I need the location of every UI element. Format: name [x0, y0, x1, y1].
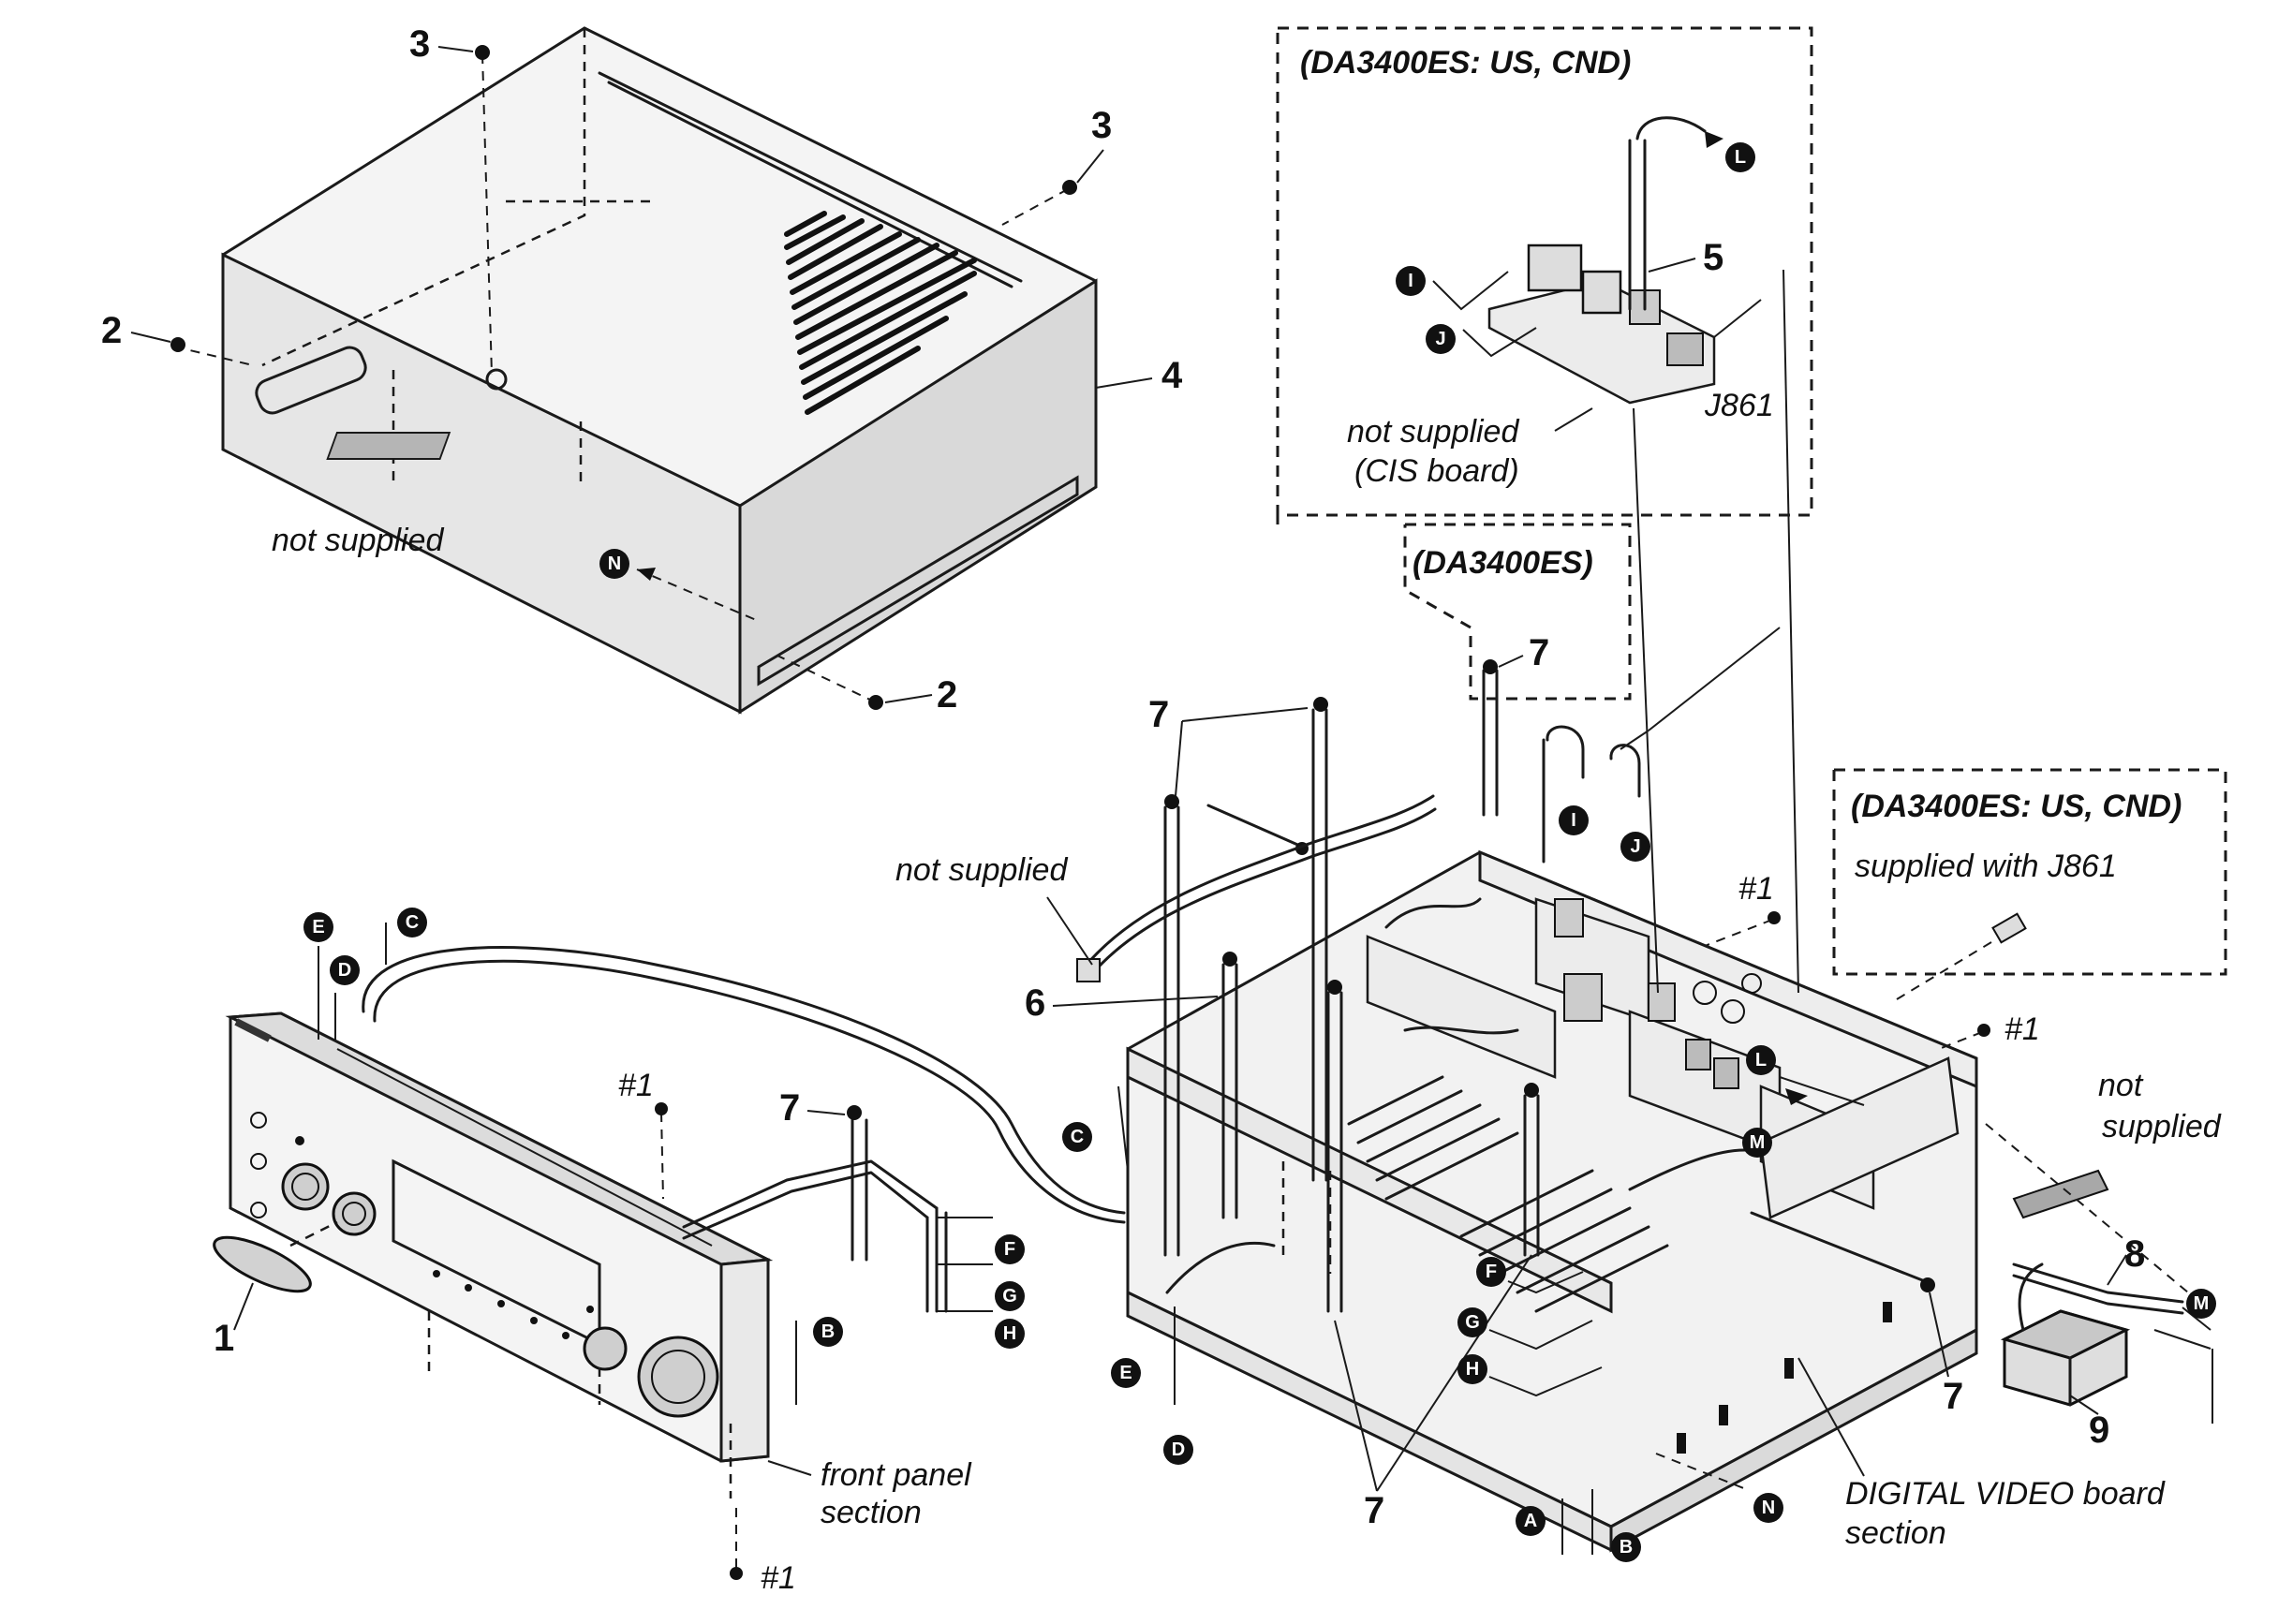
part-7-label-right: 7 — [1943, 1376, 1963, 1417]
not-note-line2: supplied — [2102, 1109, 2222, 1144]
part-7-label-da3400: 7 — [1529, 632, 1549, 673]
part-7-brackets — [1163, 659, 1935, 1313]
svg-text:M: M — [1750, 1132, 1766, 1153]
svg-text:A: A — [1524, 1511, 1537, 1531]
digital-video-note-line2: section — [1845, 1515, 1946, 1551]
front-cable-harness — [682, 1105, 993, 1313]
part-9-block — [2000, 1262, 2131, 1407]
svg-text:D: D — [1172, 1439, 1185, 1460]
front-panel — [225, 1011, 774, 1499]
cis-board-box: (DA3400ES: US, CND) — [1276, 26, 1813, 517]
digital-video-note-line1: DIGITAL VIDEO board — [1845, 1476, 2166, 1512]
screw-1-label-front-bottom: #1 — [761, 1560, 796, 1596]
marker-m-main: M — [1742, 1128, 1772, 1158]
part-1-knob-cap — [213, 1220, 338, 1293]
not-supplied-cis-line1: not supplied — [1347, 414, 1519, 450]
part-8-label: 8 — [2124, 1233, 2145, 1275]
svg-text:L: L — [1735, 147, 1746, 168]
us-cnd-box-title-right: (DA3400ES: US, CND) — [1851, 789, 2182, 824]
us-cnd-box-title-top: (DA3400ES: US, CND) — [1300, 45, 1631, 81]
part-3-label-right: 3 — [1091, 105, 1112, 146]
marker-h-front: H — [995, 1319, 1025, 1349]
svg-text:H: H — [1466, 1359, 1479, 1380]
screw-1-label-front-top: #1 — [618, 1068, 654, 1103]
marker-e-front: E — [303, 912, 333, 942]
cover-screws — [170, 45, 1077, 710]
marker-g-front: G — [995, 1281, 1025, 1311]
part-7-label-top: 7 — [1148, 694, 1169, 735]
top-cover — [221, 26, 1098, 715]
svg-text:F: F — [1486, 1262, 1497, 1282]
not-note-line1: not — [2098, 1068, 2144, 1103]
svg-text:B: B — [821, 1321, 835, 1342]
da3400es-box-title: (DA3400ES) — [1413, 545, 1593, 581]
svg-text:L: L — [1755, 1050, 1767, 1070]
svg-text:J: J — [1435, 329, 1445, 349]
marker-n-top: N — [599, 549, 629, 579]
svg-text:H: H — [1003, 1323, 1016, 1344]
part-4-label: 4 — [1161, 355, 1183, 396]
part-1-label: 1 — [214, 1318, 234, 1359]
marker-f-front: F — [995, 1234, 1025, 1264]
svg-text:C: C — [1071, 1127, 1084, 1147]
part-7-label-front: 7 — [779, 1087, 800, 1129]
part-3-label-top: 3 — [409, 23, 430, 65]
front-panel-note-line2: section — [821, 1495, 922, 1530]
not-supplied-note-cover: not supplied — [272, 523, 444, 558]
vent-slots — [784, 211, 977, 415]
part-9-label: 9 — [2089, 1410, 2109, 1451]
marker-b-front: B — [813, 1317, 843, 1347]
screw-1-label-chassis-right: #1 — [2004, 1011, 2040, 1047]
svg-text:G: G — [1002, 1286, 1017, 1307]
svg-text:I: I — [1571, 810, 1576, 831]
main-chassis — [1126, 849, 1978, 1553]
marker-e-main: E — [1111, 1358, 1141, 1388]
marker-i-cis: I — [1396, 266, 1426, 296]
svg-text:F: F — [1004, 1239, 1015, 1260]
marker-c-front: C — [397, 908, 427, 937]
svg-text:B: B — [1620, 1537, 1633, 1558]
marker-a-bottom: A — [1516, 1506, 1546, 1536]
part-2-label-left: 2 — [101, 310, 122, 351]
marker-l-main: L — [1746, 1045, 1776, 1075]
part-7-label-bottom: 7 — [1364, 1490, 1384, 1531]
marker-n-bottom: N — [1753, 1493, 1783, 1523]
front-panel-note-line1: front panel — [821, 1457, 972, 1493]
marker-d-main: D — [1163, 1435, 1193, 1465]
svg-text:D: D — [338, 960, 351, 981]
screw-1-label-chassis-top: #1 — [1738, 871, 1774, 907]
svg-text:E: E — [312, 917, 324, 937]
not-supplied-note-cable: not supplied — [895, 852, 1068, 888]
svg-text:E: E — [1119, 1363, 1132, 1383]
marker-c-main: C — [1062, 1122, 1092, 1152]
heatsink — [1347, 1075, 1669, 1313]
supplied-with-j861-box: (DA3400ES: US, CND) supplied with J861 — [1832, 768, 2227, 1003]
svg-text:N: N — [1762, 1498, 1775, 1518]
marker-j-main: J — [1620, 832, 1650, 862]
svg-text:I: I — [1408, 271, 1413, 291]
marker-d-front: D — [330, 955, 360, 985]
supplied-with-j861-note: supplied with J861 — [1855, 849, 2117, 884]
svg-text:J: J — [1630, 836, 1640, 857]
j861-label: J861 — [1704, 388, 1774, 423]
marker-i-main: I — [1559, 805, 1589, 835]
part-5-label: 5 — [1703, 237, 1723, 278]
svg-text:G: G — [1465, 1312, 1480, 1333]
not-supplied-cis-line2: (CIS board) — [1354, 453, 1519, 489]
da3400es-box: (DA3400ES) — [1403, 523, 1632, 701]
marker-j-cis: J — [1426, 324, 1456, 354]
marker-b-bottom: B — [1611, 1532, 1641, 1562]
part-2-label-bottom: 2 — [937, 674, 957, 716]
svg-text:N: N — [608, 554, 621, 574]
marker-f-main: F — [1476, 1257, 1506, 1287]
marker-m-right: M — [2186, 1289, 2216, 1319]
marker-h-main: H — [1457, 1354, 1487, 1384]
part-6-label: 6 — [1025, 982, 1045, 1024]
marker-l-cis: L — [1725, 142, 1755, 172]
svg-text:M: M — [2194, 1293, 2210, 1314]
svg-text:C: C — [406, 912, 419, 933]
marker-g-main: G — [1457, 1307, 1487, 1337]
